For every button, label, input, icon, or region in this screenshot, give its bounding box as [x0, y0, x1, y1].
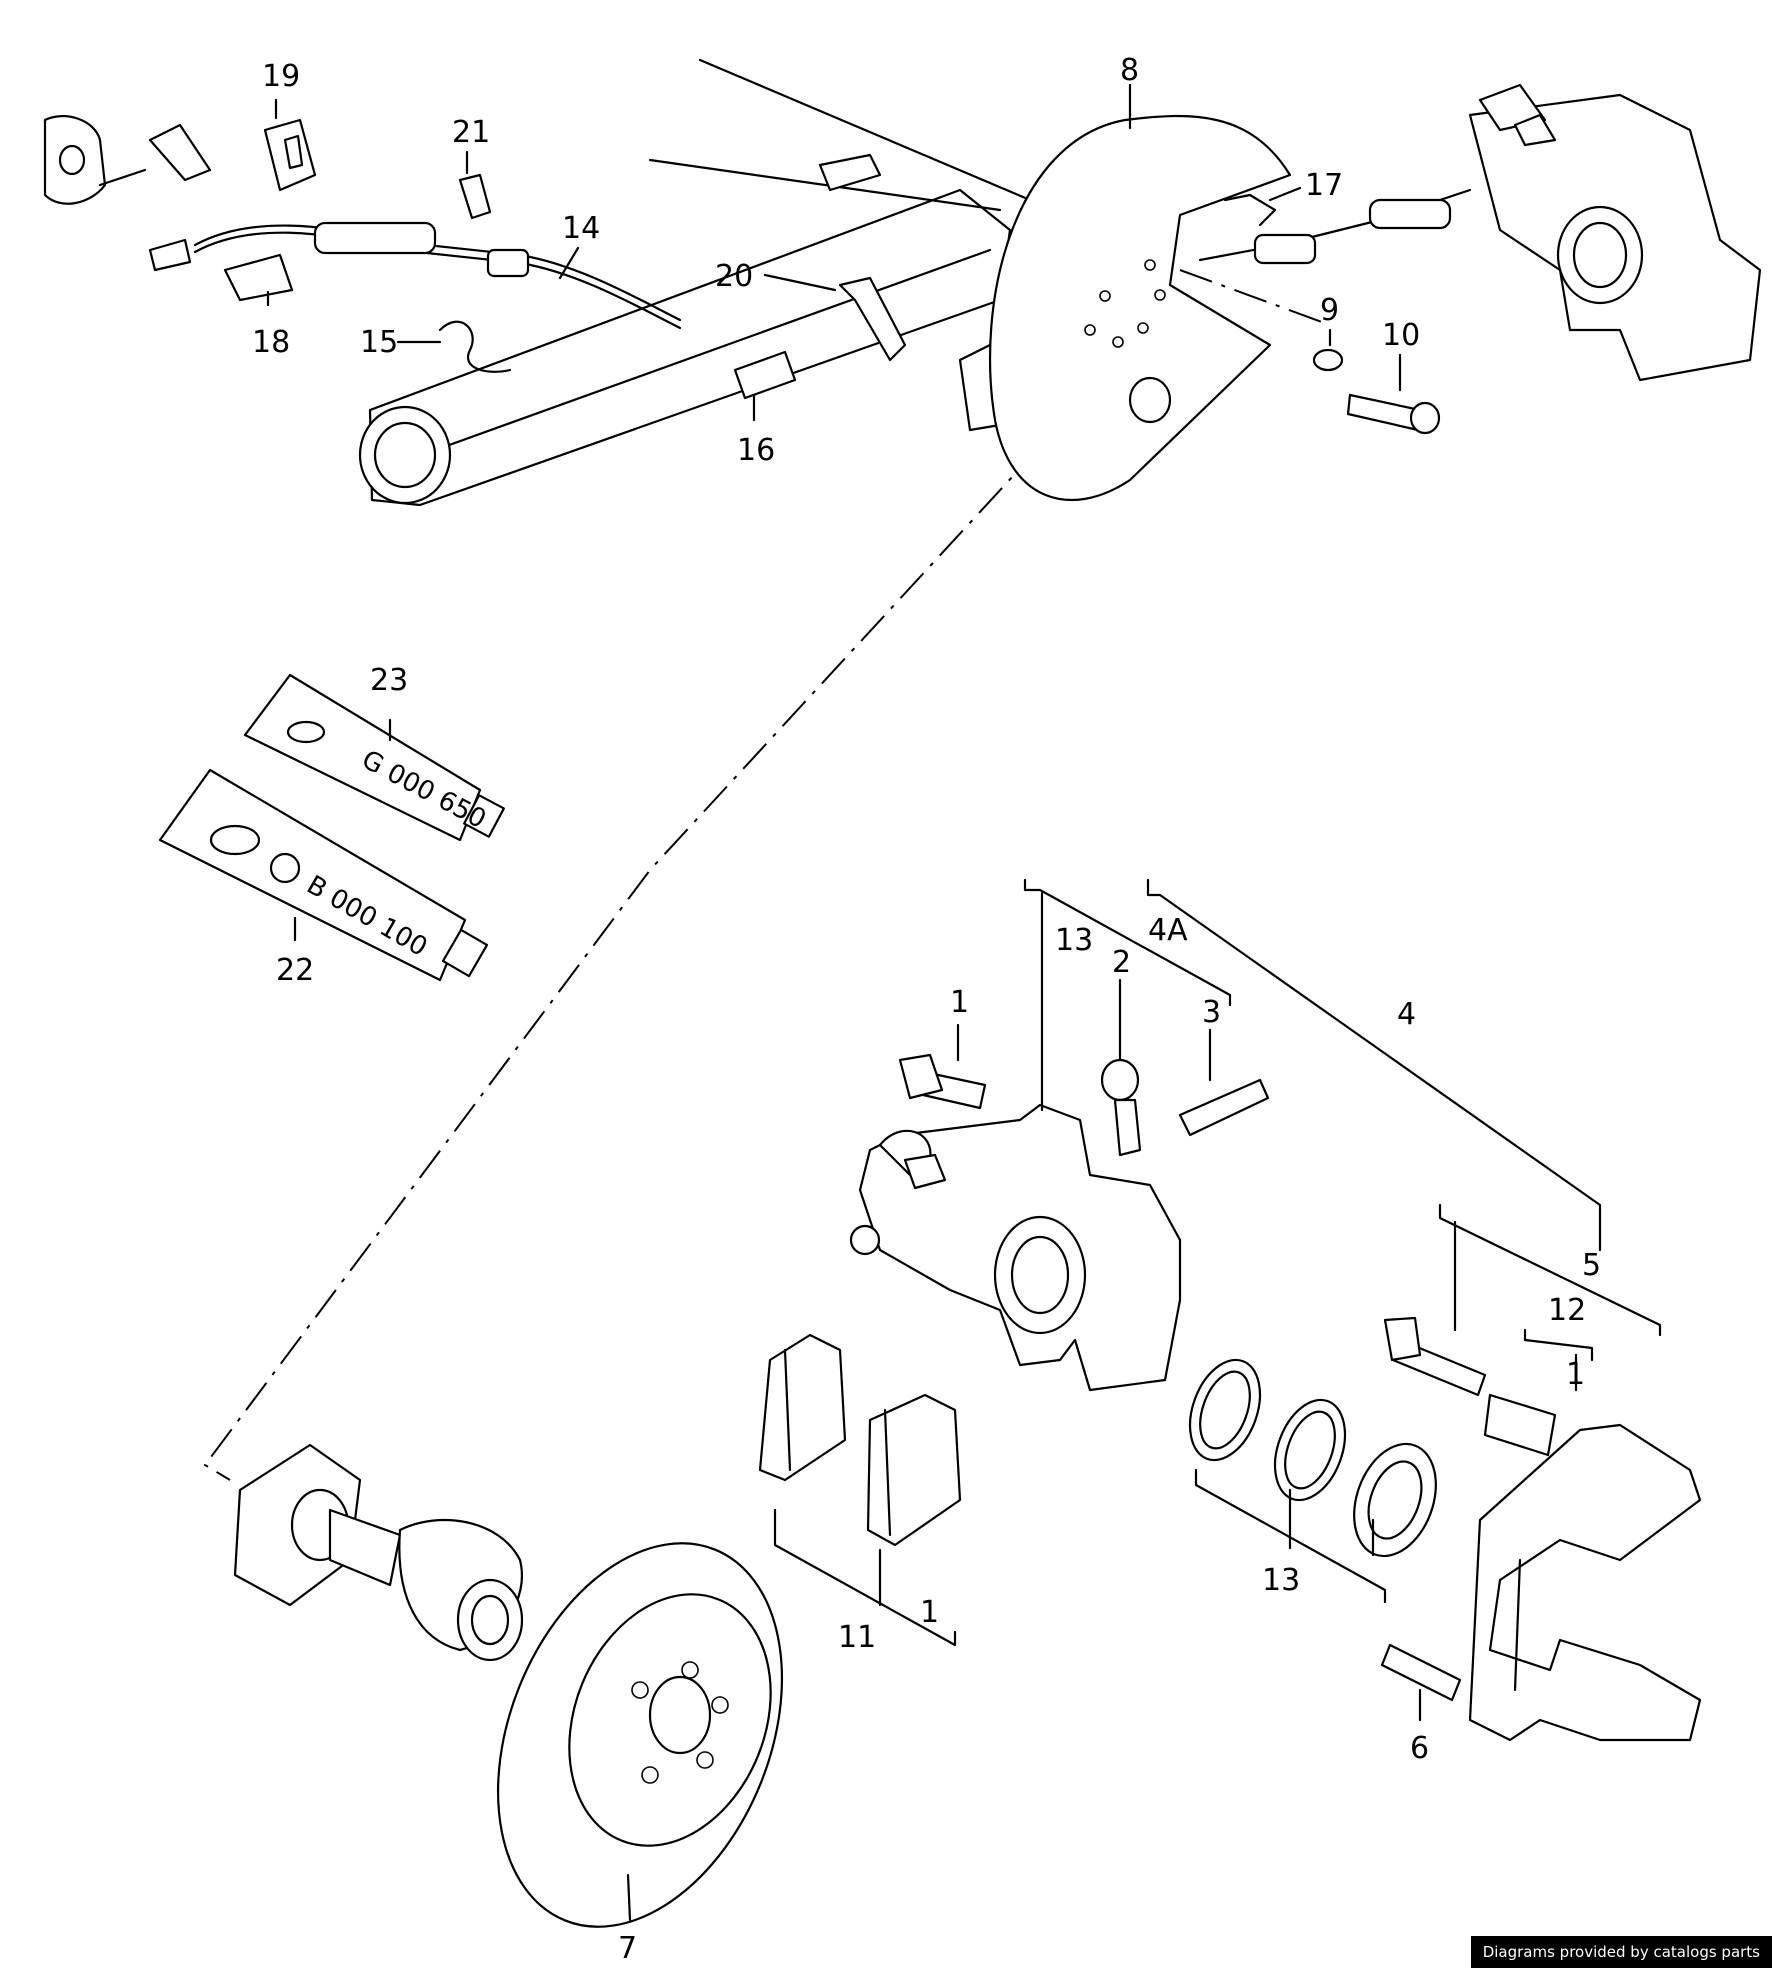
- caliper-main: [849, 1103, 1182, 1392]
- clip-21: [458, 173, 492, 220]
- callout-12: 12: [1548, 1293, 1586, 1328]
- callout-1-top: 1: [950, 985, 969, 1020]
- callout-13-top: 13: [1055, 923, 1093, 958]
- guide-bolt: [1383, 1316, 1487, 1397]
- wheel-hub: [233, 1443, 524, 1662]
- callout-15: 15: [360, 325, 398, 360]
- callout-8: 8: [1120, 53, 1139, 88]
- brake-disc: [496, 1542, 784, 1928]
- leader-lines: [266, 83, 1578, 1922]
- callout-21: 21: [452, 115, 490, 150]
- callout-5: 5: [1582, 1248, 1601, 1283]
- callout-1-pad: 1: [920, 1595, 939, 1630]
- cable-bracket: [43, 115, 212, 205]
- brake-pad-outer: [866, 1393, 962, 1547]
- piston-seals: [1188, 1358, 1437, 1558]
- callout-13-bottom: 13: [1262, 1563, 1300, 1598]
- bolt-1-top: [898, 1053, 987, 1110]
- clip-17: [1223, 193, 1277, 227]
- callout-6: 6: [1410, 1731, 1429, 1766]
- spring-15: [438, 320, 512, 373]
- guide-bushing: [1483, 1393, 1557, 1457]
- assembly-line-washer: [1179, 269, 1331, 326]
- callout-9: 9: [1320, 293, 1339, 328]
- callout-22: 22: [276, 953, 314, 988]
- bleeder-2: [1100, 1058, 1142, 1157]
- callout-18: 18: [252, 325, 290, 360]
- rear-axle-beam: [358, 58, 1032, 507]
- bleeder-3: [1178, 1078, 1270, 1137]
- callout-10: 10: [1382, 318, 1420, 353]
- callout-14: 14: [562, 211, 600, 246]
- cable-right: [1198, 188, 1472, 265]
- handbrake-cable: [148, 221, 682, 330]
- caliper-top-right: [1468, 83, 1762, 382]
- caliper-carrier: [1468, 1423, 1702, 1742]
- assembly-line: [203, 359, 1121, 1481]
- callout-19: 19: [262, 59, 300, 94]
- callout-11: 11: [838, 1620, 876, 1655]
- callout-4: 4: [1397, 997, 1416, 1032]
- bracket-20: [838, 276, 907, 362]
- callout-1-bush: 1: [1566, 1357, 1585, 1392]
- backing-plate: [988, 114, 1292, 502]
- washer-9: [1312, 348, 1344, 372]
- grommet-18: [223, 253, 294, 302]
- callout-4A: 4A: [1148, 913, 1188, 948]
- callout-16: 16: [737, 433, 775, 468]
- clip-19: [263, 118, 317, 192]
- callout-2: 2: [1112, 945, 1131, 980]
- clip-16: [733, 350, 797, 400]
- bolt-6: [1380, 1643, 1462, 1702]
- callout-labels: 19 21 14 20 15 18 16 8 17 9 10 23 22 1 1…: [252, 53, 1601, 1966]
- callout-20: 20: [715, 259, 753, 294]
- brake-pad-inner: [758, 1333, 847, 1482]
- callout-3: 3: [1202, 995, 1221, 1030]
- callout-7: 7: [618, 1931, 637, 1966]
- callout-17: 17: [1305, 168, 1343, 203]
- bolt-10: [1346, 393, 1441, 435]
- callout-23: 23: [370, 663, 408, 698]
- credit-banner: Diagrams provided by catalogs parts: [1470, 1936, 1772, 1968]
